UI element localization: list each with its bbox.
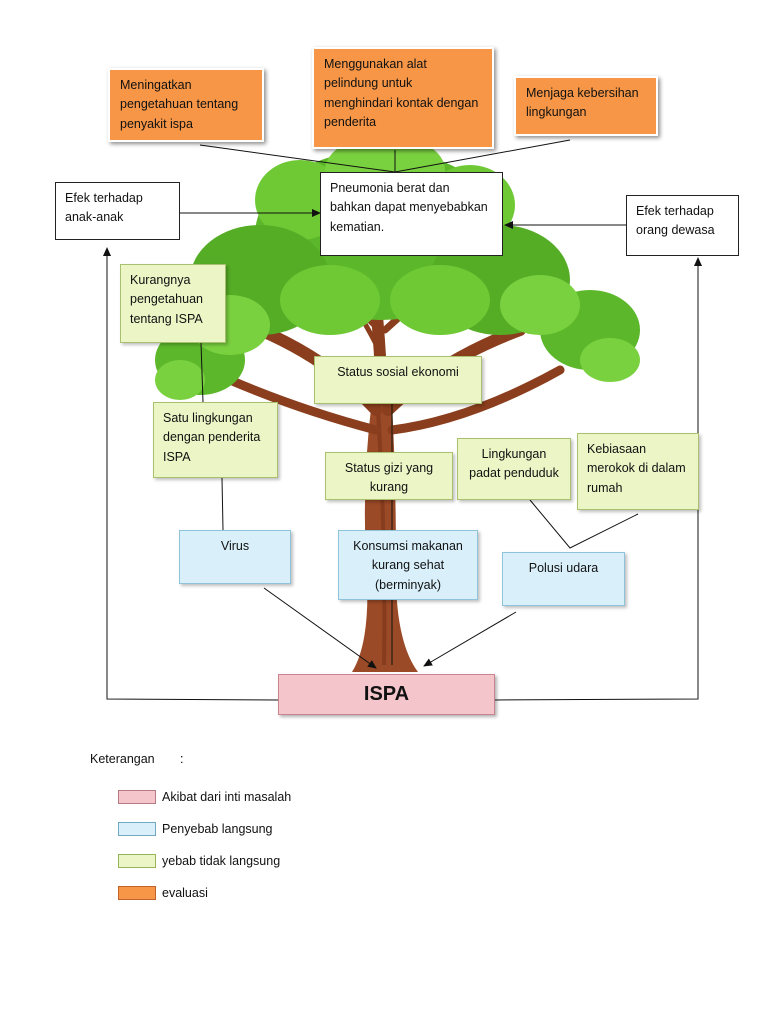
- legend-label: yebab tidak langsung: [162, 854, 281, 868]
- indirect-cause-box: Lingkungan padat penduduk: [457, 438, 571, 500]
- evaluation-box: Meningatkan pengetahuan tentang penyakit…: [108, 68, 264, 142]
- legend-item-evaluation: evaluasi: [118, 884, 208, 902]
- connector-lines: [103, 139, 702, 701]
- legend-item-direct: Penyebab langsung: [118, 820, 273, 838]
- indirect-cause-box: Kurangnya pengetahuan tentang ISPA: [120, 264, 226, 343]
- effect-central-box: Pneumonia berat dan bahkan dapat menyeba…: [320, 172, 503, 256]
- legend-colon: :: [180, 752, 184, 766]
- direct-cause-text: Konsumsi makanan kurang sehat (berminyak…: [353, 539, 463, 592]
- direct-cause-box: Virus: [179, 530, 291, 584]
- root-problem-label: ISPA: [363, 683, 410, 705]
- indirect-cause-text: Status sosial ekonomi: [337, 365, 459, 379]
- indirect-cause-text: Kebiasaan merokok di dalam rumah: [587, 442, 686, 495]
- evaluation-text: Menjaga kebersihan lingkungan: [526, 86, 639, 120]
- direct-cause-box: Polusi udara: [502, 552, 625, 606]
- legend-swatch-blue: [118, 822, 156, 836]
- legend-label: Penyebab langsung: [162, 822, 273, 836]
- effect-adults-box: Efek terhadap orang dewasa: [626, 195, 739, 256]
- legend-swatch-orange: [118, 886, 156, 900]
- direct-cause-text: Polusi udara: [528, 561, 599, 575]
- evaluation-box: Menjaga kebersihan lingkungan: [514, 76, 658, 136]
- indirect-cause-box: Satu lingkungan dengan penderita ISPA: [153, 402, 278, 478]
- indirect-cause-box: Status gizi yang kurang: [325, 452, 453, 500]
- direct-cause-box: Konsumsi makanan kurang sehat (berminyak…: [338, 530, 478, 600]
- legend-item-indirect: yebab tidak langsung: [118, 852, 280, 870]
- effect-children-box: Efek terhadap anak-anak: [55, 182, 180, 240]
- indirect-cause-box: Status sosial ekonomi: [314, 356, 482, 404]
- indirect-cause-box: Kebiasaan merokok di dalam rumah: [577, 433, 699, 510]
- effect-central-text: Pneumonia berat dan bahkan dapat menyeba…: [330, 181, 488, 234]
- root-problem-box: ISPA: [278, 674, 495, 715]
- legend-label: Akibat dari inti masalah: [162, 790, 292, 804]
- legend-swatch-pink: [118, 790, 156, 804]
- evaluation-box: Menggunakan alat pelindung untuk menghin…: [312, 47, 494, 149]
- direct-cause-text: Virus: [220, 539, 250, 553]
- legend-item-effect: Akibat dari inti masalah: [118, 788, 291, 806]
- effect-children-text: Efek terhadap anak-anak: [65, 191, 143, 225]
- indirect-cause-text: Satu lingkungan dengan penderita ISPA: [163, 411, 261, 464]
- indirect-cause-text: Lingkungan padat penduduk: [469, 447, 559, 481]
- legend-title: Keterangan: [90, 752, 155, 766]
- indirect-cause-text: Status gizi yang kurang: [344, 461, 434, 495]
- evaluation-text: Meningatkan pengetahuan tentang penyakit…: [120, 78, 239, 131]
- evaluation-text: Menggunakan alat pelindung untuk menghin…: [324, 57, 479, 130]
- effect-adults-text: Efek terhadap orang dewasa: [636, 204, 715, 238]
- indirect-cause-text: Kurangnya pengetahuan tentang ISPA: [130, 273, 203, 326]
- legend-swatch-green: [118, 854, 156, 868]
- legend-label: evaluasi: [162, 886, 208, 900]
